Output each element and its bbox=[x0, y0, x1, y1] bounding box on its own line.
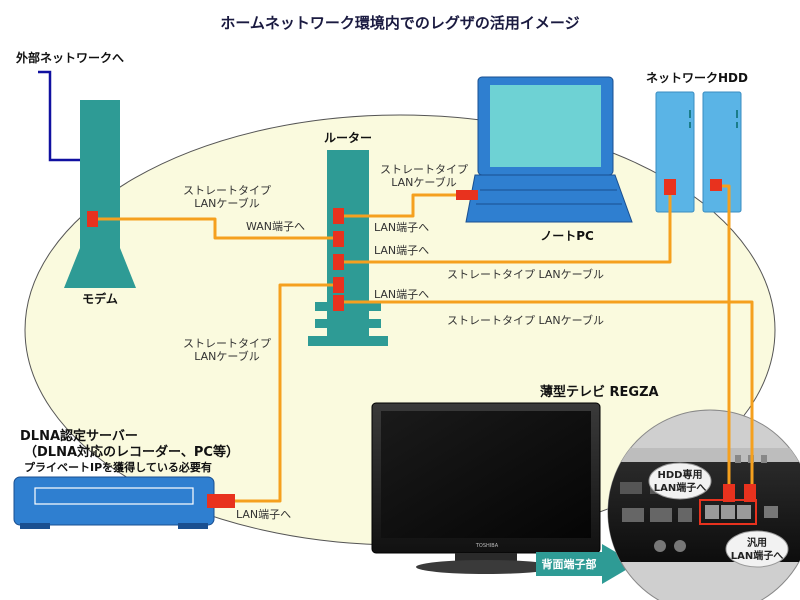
dlna-port bbox=[207, 494, 235, 508]
cable-router-nas bbox=[343, 187, 672, 264]
wan-port-label: WAN端子へ bbox=[246, 220, 305, 233]
network-hdd-label: ネットワークHDD bbox=[646, 71, 748, 85]
tv-lan-port bbox=[744, 484, 756, 502]
router-port-2 bbox=[333, 231, 344, 247]
cable-label-pc-2: LANケーブル bbox=[391, 175, 456, 189]
note-pc-label: ノートPC bbox=[540, 229, 594, 243]
hdd-port-label: HDD専用 bbox=[658, 468, 703, 481]
cable-modem-router bbox=[98, 217, 338, 240]
lan-cables bbox=[98, 184, 754, 503]
cable-label-nas: ストレートタイプ LANケーブル bbox=[447, 267, 604, 281]
cable-label-dlna-2: LANケーブル bbox=[194, 349, 259, 363]
back-panel-arrow bbox=[536, 544, 636, 584]
tv-label: 薄型テレビ REGZA bbox=[540, 384, 659, 400]
back-panel-label: 背面端子部 bbox=[542, 557, 597, 571]
dlna-server-note: （DLNA対応のレコーダー、PC等） bbox=[24, 444, 239, 460]
router-port-1 bbox=[333, 208, 344, 224]
modem bbox=[64, 100, 136, 288]
hdd-port-label-2: LAN端子へ bbox=[654, 481, 706, 494]
lan-port-label-dlna: LAN端子へ bbox=[236, 508, 291, 521]
external-network-label: 外部ネットワークへ bbox=[16, 50, 124, 65]
dlna-server-requirement: プライベートIPを獲得している必要有 bbox=[24, 460, 212, 474]
router-label: ルーター bbox=[324, 131, 372, 145]
hdd-port-tag bbox=[648, 462, 712, 500]
cable-label-modem-1: ストレートタイプ bbox=[183, 184, 271, 197]
lan-port-label-1: LAN端子へ bbox=[374, 221, 429, 234]
lan-port-label-2: LAN端子へ bbox=[374, 244, 429, 257]
cable-label-dlna-1: ストレートタイプ bbox=[183, 337, 271, 350]
port-markers bbox=[87, 179, 756, 508]
dlna-server bbox=[13, 476, 215, 529]
general-port-label-2: LAN端子へ bbox=[731, 549, 783, 562]
pc-port bbox=[456, 190, 478, 200]
router-port-5 bbox=[333, 295, 344, 311]
router-port-3 bbox=[333, 254, 344, 270]
general-port-tag bbox=[725, 530, 789, 568]
diagram-title: ホームネットワーク環境内でのレグザの活用イメージ bbox=[220, 14, 579, 32]
lan-port-label-3: LAN端子へ bbox=[374, 288, 429, 301]
dlna-server-label: DLNA認定サーバー bbox=[20, 428, 138, 444]
cable-label-tv: ストレートタイプ LANケーブル bbox=[447, 313, 604, 327]
modem-port bbox=[87, 211, 98, 227]
modem-label: モデム bbox=[82, 291, 118, 306]
regza-tv bbox=[371, 402, 601, 574]
external-network-line bbox=[38, 70, 80, 162]
nas-port-1 bbox=[664, 179, 676, 195]
cable-router-pc bbox=[343, 193, 465, 218]
tv-brand: TOSHIBA bbox=[475, 543, 499, 549]
cable-label-modem-2: LANケーブル bbox=[194, 196, 259, 210]
cable-label-pc-1: ストレートタイプ bbox=[380, 163, 468, 176]
cable-router-dlna bbox=[222, 283, 343, 503]
router-port-4 bbox=[333, 277, 344, 293]
nas-port-2 bbox=[710, 179, 722, 191]
note-pc bbox=[465, 76, 633, 223]
tv-hdd-port bbox=[723, 484, 735, 502]
general-port-label: 汎用 bbox=[747, 536, 767, 549]
cable-router-tv bbox=[343, 300, 754, 492]
